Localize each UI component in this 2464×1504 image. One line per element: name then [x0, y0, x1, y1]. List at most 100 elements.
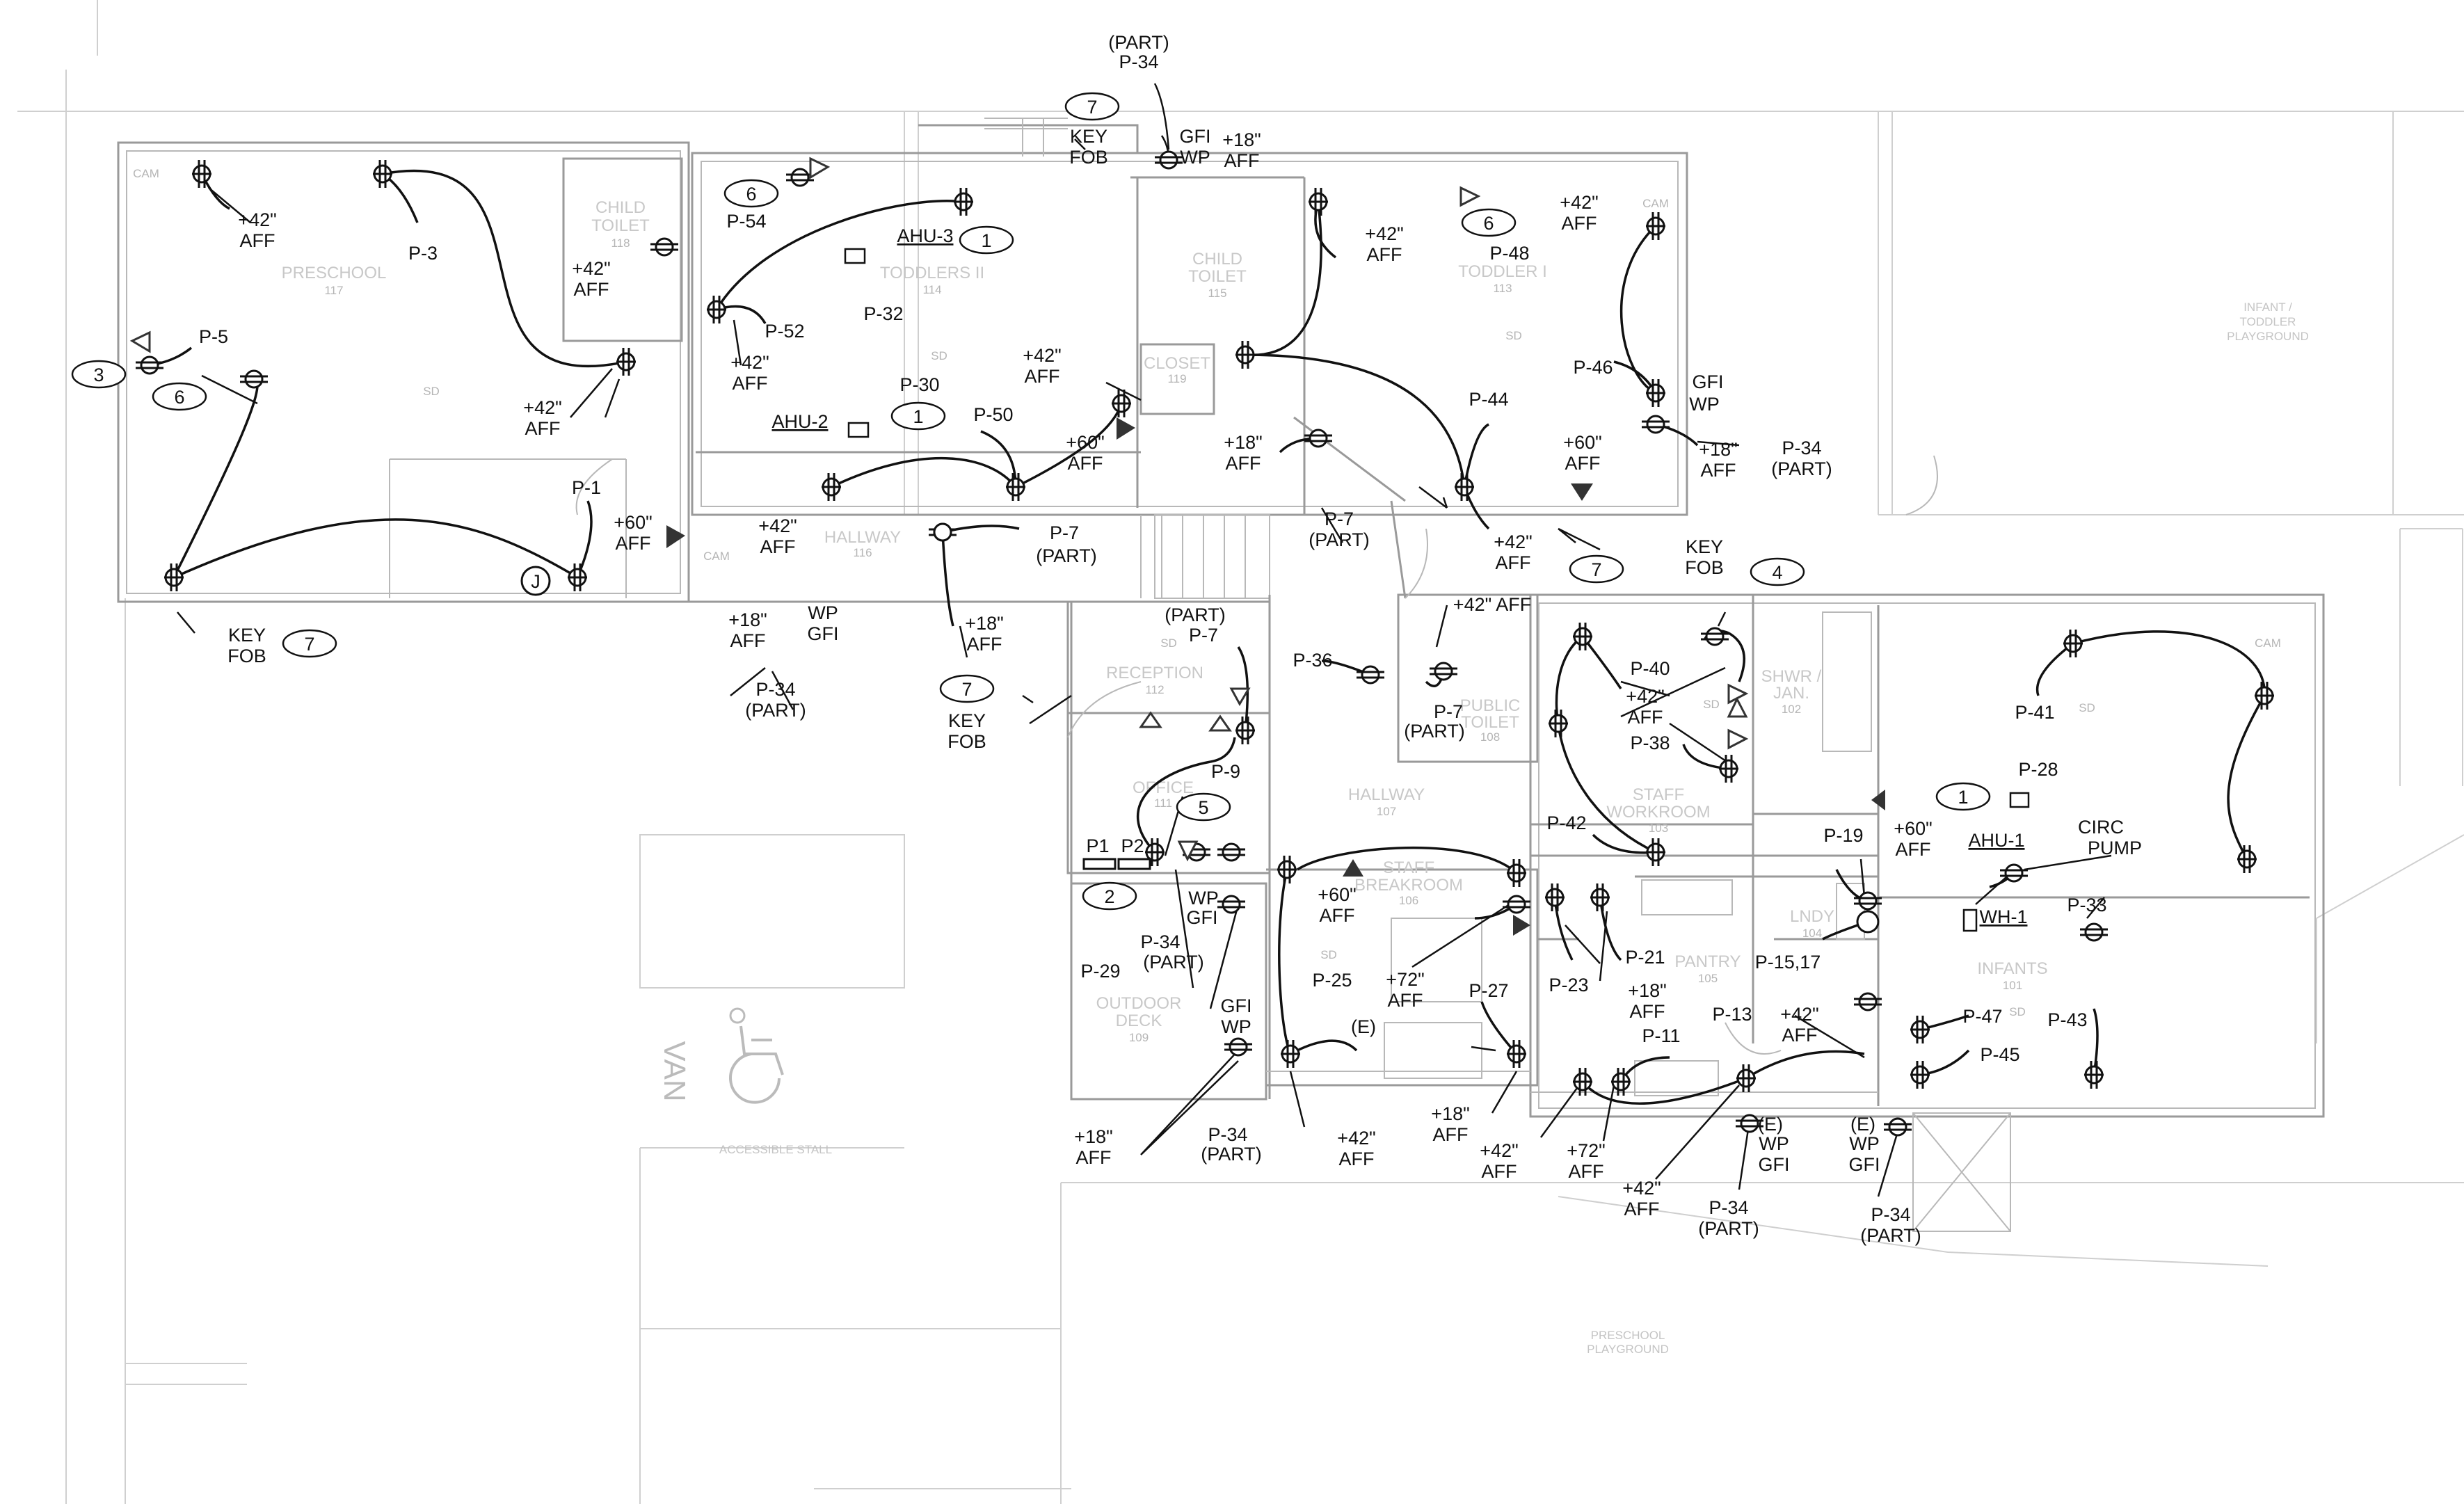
duplex-receptacle-icon: [2237, 845, 2257, 873]
duplex-receptacle-icon: [2255, 682, 2274, 710]
svg-text:+42": +42": [1494, 531, 1532, 552]
svg-text:+18": +18": [728, 609, 767, 630]
panel-label: P1: [1086, 835, 1109, 856]
keynote-oval: 7: [1569, 554, 1624, 584]
svg-text:AFF: AFF: [1896, 839, 1931, 860]
svg-text:+42": +42": [758, 515, 797, 536]
svg-text:7: 7: [961, 679, 972, 700]
duplex-receptacle-icon: [164, 563, 184, 591]
svg-text:AFF: AFF: [1630, 1001, 1665, 1022]
data-outlet-icon: [1727, 728, 1749, 750]
ahu-icon: [847, 422, 870, 438]
svg-text:+42": +42": [1560, 192, 1598, 213]
svg-text:(E): (E): [1850, 1114, 1875, 1135]
single-receptacle-icon: [1503, 895, 1530, 914]
circuit-label: P-52: [765, 321, 804, 342]
svg-text:+72": +72": [1386, 969, 1424, 990]
circuit-label: P-45: [1980, 1044, 2019, 1065]
duplex-receptacle-icon: [1235, 717, 1255, 744]
duplex-receptacle-icon: [1455, 473, 1474, 501]
svg-text:AFF: AFF: [1226, 453, 1261, 474]
svg-text:KEY: KEY: [1686, 536, 1723, 557]
duplex-receptacle-icon: [373, 160, 392, 188]
single-receptacle-icon: [1155, 150, 1183, 170]
svg-text:+42": +42": [730, 352, 769, 373]
single-receptacle-icon: [136, 355, 163, 375]
svg-text:GFI: GFI: [1221, 995, 1252, 1016]
svg-text:+42" AFF: +42" AFF: [1453, 594, 1531, 615]
water-heater-icon: [1962, 909, 1978, 932]
svg-text:+18": +18": [965, 613, 1003, 634]
single-receptacle-icon: [1217, 842, 1245, 862]
room-name: JAN.: [1773, 684, 1809, 703]
room-name: OUTDOOR: [1096, 994, 1182, 1013]
duplex-receptacle-icon: [2084, 1061, 2104, 1089]
single-receptacle-icon: [1304, 429, 1332, 448]
svg-text:AFF: AFF: [1367, 244, 1402, 265]
svg-text:AFF: AFF: [1482, 1161, 1517, 1182]
room-number: 109: [1129, 1031, 1149, 1044]
ahu-icon: [844, 248, 866, 264]
svg-text:AFF: AFF: [1565, 453, 1601, 474]
keynotes: 7 3 6 1 6 6 1 7 7 7 4 5 2 1: [71, 92, 1991, 911]
room-name: BREAKROOM: [1354, 876, 1463, 895]
single-receptacle-icon: [1224, 1037, 1252, 1057]
room-name: HALLWAY: [1348, 785, 1425, 804]
duplex-receptacle-icon: [1736, 1064, 1756, 1092]
svg-text:AFF: AFF: [1068, 453, 1103, 474]
smoke-detector-tag: SD: [1505, 329, 1522, 342]
svg-text:+18": +18": [1431, 1103, 1469, 1124]
smoke-detector-tag: SD: [1703, 698, 1720, 711]
data-outlet-icon: [1177, 840, 1199, 862]
circuit-label: P-34: [1119, 51, 1158, 72]
site-label: PLAYGROUND: [1587, 1343, 1669, 1356]
circuit-label: P-25: [1312, 970, 1352, 991]
svg-text:GFI: GFI: [1759, 1154, 1790, 1175]
site-label: VAN: [657, 1041, 691, 1101]
room-name: SHWR /: [1761, 667, 1822, 686]
svg-text:+18": +18": [1699, 439, 1737, 460]
svg-text:+60": +60": [1894, 818, 1932, 839]
duplex-receptacle-icon: [192, 160, 211, 188]
svg-text:GFI: GFI: [1187, 907, 1218, 928]
svg-text:+72": +72": [1567, 1140, 1605, 1161]
keynote-oval: 7: [1064, 92, 1120, 121]
data-outlet-icon: [1871, 790, 1885, 810]
svg-text:+42": +42": [1365, 223, 1403, 244]
data-outlet-icon: [1727, 696, 1748, 718]
site-label: INFANT /: [2243, 301, 2292, 314]
circuit-label: P-11: [1642, 1025, 1680, 1046]
duplex-receptacle-icon: [616, 348, 636, 376]
camera-tag: CAM: [2255, 637, 2281, 650]
duplex-receptacle-icon: [1590, 883, 1610, 911]
room-name: CLOSET: [1144, 354, 1210, 373]
svg-text:+42": +42": [1626, 686, 1664, 707]
circuit-label: P-21: [1625, 947, 1665, 968]
svg-text:+18": +18": [1074, 1126, 1112, 1147]
svg-text:+60": +60": [614, 512, 652, 533]
single-receptacle-icon: [1430, 662, 1457, 681]
circuit-label: P-15,17: [1755, 952, 1821, 973]
svg-text:AFF: AFF: [730, 630, 766, 651]
svg-text:+42": +42": [572, 258, 610, 279]
circuit-label: P-42: [1546, 813, 1586, 833]
duplex-receptacle-icon: [2063, 630, 2083, 657]
duplex-receptacle-icon: [707, 296, 726, 323]
data-outlet-icon: [1571, 483, 1593, 501]
duplex-receptacle-icon: [1112, 390, 1131, 417]
circuit-label: P-44: [1469, 389, 1508, 410]
circuit-label: (PART): [1036, 545, 1097, 566]
circuit-label: P-23: [1549, 975, 1588, 995]
room-number: 112: [1145, 683, 1164, 696]
svg-text:+60": +60": [1318, 884, 1356, 905]
receptacles: [136, 150, 2274, 1137]
svg-text:(E): (E): [1351, 1016, 1376, 1037]
circuit-label: P-34: [1140, 931, 1180, 952]
room-name: PUBLIC: [1460, 696, 1521, 715]
duplex-receptacle-icon: [1309, 188, 1328, 216]
panel-label: P2: [1121, 835, 1144, 856]
circuit-label: P-9: [1211, 761, 1240, 782]
equipment-label: PUMP: [2088, 838, 2142, 858]
svg-text:5: 5: [1198, 797, 1208, 818]
